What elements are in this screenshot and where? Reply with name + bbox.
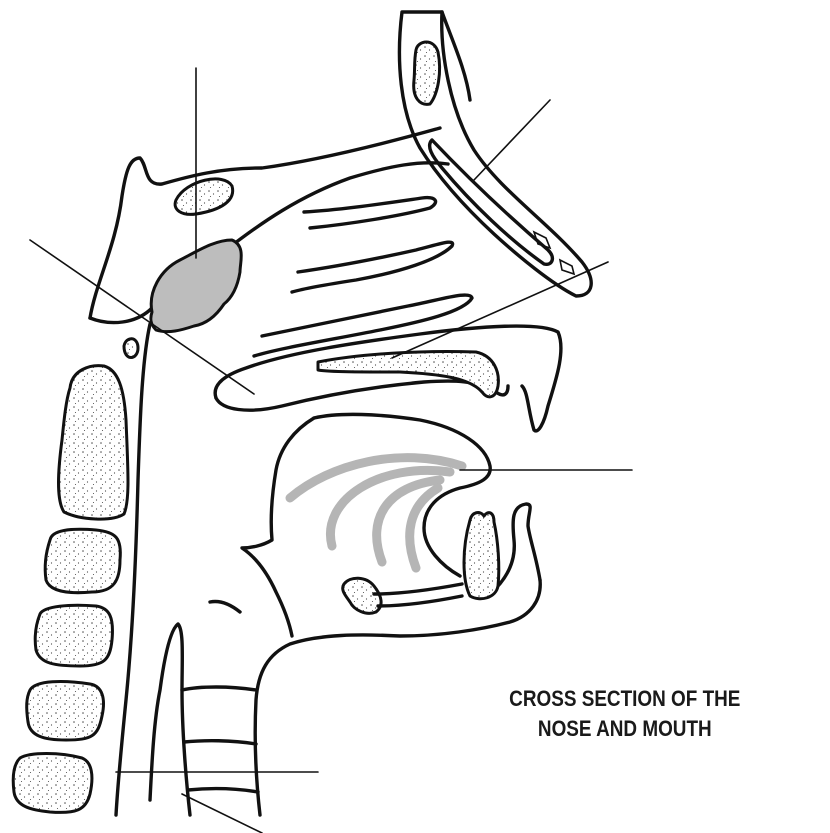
vertebra-c5	[27, 682, 104, 740]
skull-base-outline	[90, 128, 448, 323]
atlas-tubercle	[124, 339, 138, 358]
caption-line-2: NOSE AND MOUTH	[470, 714, 780, 744]
sphenoid-sinus-bone	[175, 179, 233, 214]
vertebra-c2	[59, 366, 129, 519]
nasal-bone-and-cartilage	[399, 12, 591, 296]
palatine-bone	[318, 351, 498, 396]
cervical-vertebrae	[13, 366, 128, 813]
diagram-caption: CROSS SECTION OF THE NOSE AND MOUTH	[470, 684, 780, 744]
oral-cavity	[210, 414, 540, 636]
lower-incisor-tooth	[464, 513, 499, 599]
leader-line-esophagus	[182, 794, 262, 833]
frontal-sinus-bone	[414, 42, 440, 104]
leader-line-nasal-bone	[474, 100, 550, 180]
vertebra-c4	[35, 605, 112, 666]
vertebra-c6	[13, 754, 92, 813]
hyoid-bone	[343, 578, 381, 613]
leader-line-palate	[392, 262, 608, 358]
caption-line-1: CROSS SECTION OF THE	[470, 684, 780, 714]
vertebra-c3	[45, 529, 120, 592]
